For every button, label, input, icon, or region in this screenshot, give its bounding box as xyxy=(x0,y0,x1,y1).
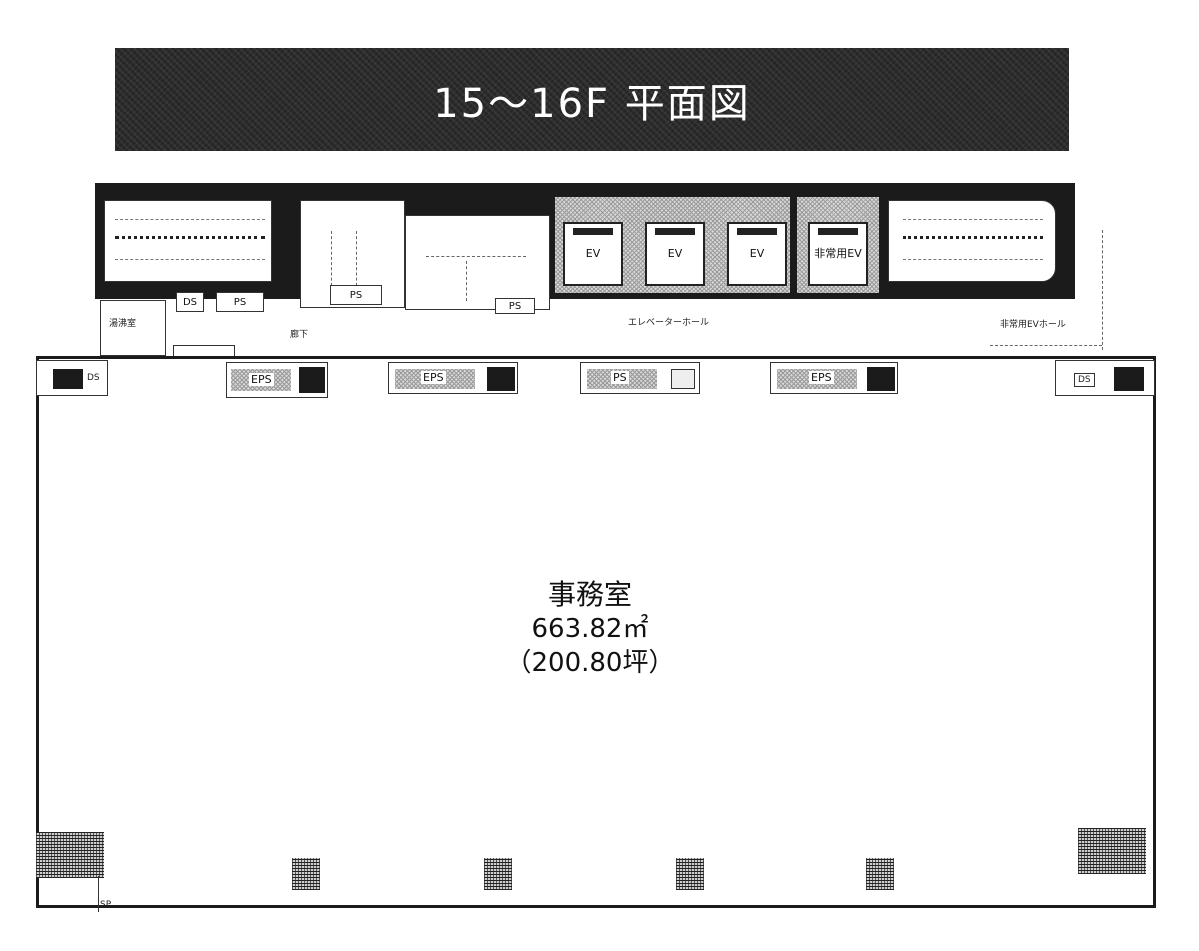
fixture-row xyxy=(903,259,1043,260)
fpr-box: EPS xyxy=(770,362,898,394)
fpr-box: EPS xyxy=(226,362,328,398)
shaft-ps: PS xyxy=(495,298,535,314)
shaft-box-right: DS xyxy=(1055,360,1155,396)
ps-box: PS xyxy=(580,362,700,394)
column-corner xyxy=(1078,828,1146,874)
fixture-row xyxy=(115,219,265,220)
emergency-elevator: 非常用EV xyxy=(808,222,868,286)
office-name: 事務室 xyxy=(547,578,632,611)
elevator: EV xyxy=(645,222,705,286)
shaft-box-left: DS xyxy=(36,360,108,396)
fixture-row xyxy=(115,236,265,242)
office-outline xyxy=(36,356,1156,908)
balcony-line xyxy=(1102,230,1103,350)
column xyxy=(292,858,320,890)
fixture-row xyxy=(903,219,1043,220)
room-left-small: 湯沸室 xyxy=(100,300,166,356)
title-banner: 15～16F 平面図 xyxy=(115,48,1069,151)
sp-label: SP xyxy=(100,900,112,910)
elevator: EV xyxy=(727,222,787,286)
corner-wall xyxy=(98,876,108,912)
column xyxy=(484,858,512,890)
restroom-left xyxy=(104,200,272,282)
room-middle-b xyxy=(405,215,550,310)
column xyxy=(866,858,894,890)
column xyxy=(676,858,704,890)
page-title: 15～16F 平面図 xyxy=(433,80,751,127)
shaft-ps: PS xyxy=(330,285,382,305)
fixture-row xyxy=(903,236,1043,242)
fpr-box: EPS xyxy=(388,362,518,394)
balcony-label: 非常用EVホール xyxy=(1000,320,1066,330)
shaft-ps: PS xyxy=(216,292,264,312)
restroom-right xyxy=(888,200,1056,282)
corridor-label: 廊下 xyxy=(290,330,309,340)
office-area-tsubo: （200.80坪） xyxy=(505,648,675,678)
elevator: EV xyxy=(563,222,623,286)
office-label: 事務室 663.82㎡ （200.80坪） xyxy=(480,578,700,680)
shaft-ds: DS xyxy=(176,292,204,312)
office-area-m2: 663.82㎡ xyxy=(531,614,649,644)
fixture-row xyxy=(115,259,265,260)
elevator-hall-label: エレベーターホール xyxy=(628,318,710,328)
column-corner xyxy=(36,832,104,878)
balcony-line xyxy=(990,345,1102,346)
